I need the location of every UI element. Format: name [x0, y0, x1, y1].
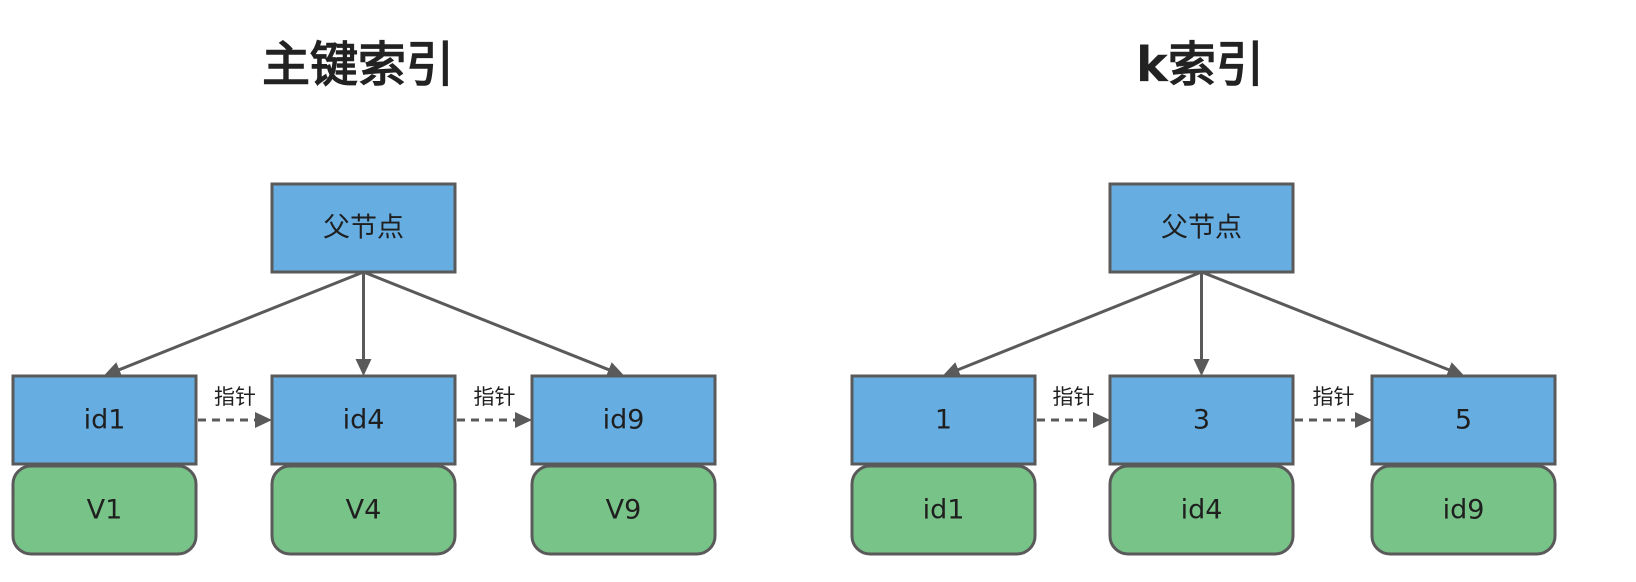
pointer-arrow-2-head [1355, 412, 1372, 428]
branch-arrow-1 [115, 270, 365, 373]
leaf-value-box [1108, 464, 1295, 556]
branch-arrow-1-head [103, 362, 123, 378]
pointer-arrow-2-head [515, 412, 532, 428]
parent-node-box [1108, 182, 1295, 274]
parent-node-label: 父节点 [1161, 213, 1242, 244]
leaf-value-box [270, 464, 457, 556]
leaf-key-label: 5 [1455, 405, 1472, 436]
pointer-label: 指针 [474, 385, 516, 409]
leaf-key-box [11, 374, 198, 466]
pointer-arrow-1-head [255, 412, 272, 428]
leaf-key-box [1108, 374, 1295, 466]
tree-title: 主键索引 [262, 37, 454, 93]
branch-arrow-3-head [1445, 362, 1465, 378]
branch-arrow-3 [362, 270, 613, 373]
branch-arrow-3-head [605, 362, 625, 378]
leaf-key-label: 1 [935, 405, 952, 436]
pointer-label: 指针 [214, 385, 256, 409]
branch-arrow-1-head [942, 362, 962, 378]
pointer-arrow-1-head [1093, 412, 1110, 428]
leaf-value-label: V9 [606, 495, 642, 526]
pointer-label: 指针 [1313, 385, 1355, 409]
leaf-value-box [850, 464, 1037, 556]
leaf-value-label: V1 [87, 495, 123, 526]
leaf-key-box [1370, 374, 1557, 466]
branch-arrow-3 [1200, 270, 1453, 373]
leaf-key-box [850, 374, 1037, 466]
leaf-key-label: id1 [84, 405, 126, 436]
pointer-label: 指针 [1053, 385, 1095, 409]
branch-arrow-1 [954, 270, 1203, 373]
parent-node-label: 父节点 [323, 213, 404, 244]
leaf-key-label: id9 [603, 405, 645, 436]
leaf-value-box [530, 464, 717, 556]
tree-title: k索引 [1136, 37, 1264, 93]
leaf-value-box [11, 464, 198, 556]
leaf-value-label: id9 [1443, 495, 1485, 526]
parent-node-box [270, 182, 457, 274]
leaf-value-box [1370, 464, 1557, 556]
leaf-key-box [270, 374, 457, 466]
leaf-value-label: id1 [923, 495, 965, 526]
leaf-value-label: id4 [1181, 495, 1223, 526]
branch-arrow-2-head [355, 359, 372, 376]
leaf-key-label: id4 [343, 405, 385, 436]
branch-arrow-2-head [1193, 359, 1210, 376]
leaf-key-label: 3 [1193, 405, 1210, 436]
leaf-value-label: V4 [346, 495, 382, 526]
